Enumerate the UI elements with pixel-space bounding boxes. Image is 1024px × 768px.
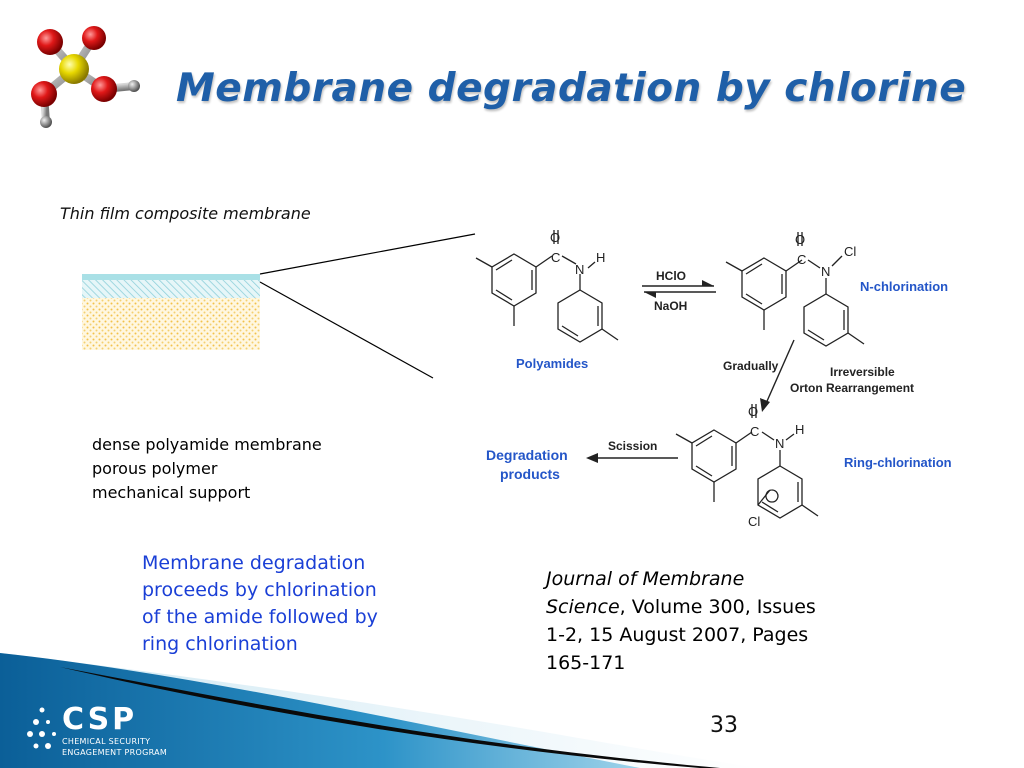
reference-details-1: , Volume 300, Issues — [619, 596, 816, 618]
degradation-label-1: Degradation — [486, 447, 568, 463]
atom-n-3: N — [775, 436, 784, 451]
porous-layer — [82, 280, 260, 298]
irreversible-label: Irreversible — [830, 365, 895, 379]
atom-o-1: O — [550, 230, 560, 245]
journal-reference: Journal of Membrane Science, Volume 300,… — [546, 565, 886, 677]
atom-c-2: C — [797, 252, 806, 267]
membrane-cross-section — [82, 274, 260, 350]
layer-label-porous: porous polymer — [92, 459, 218, 478]
atom-n-1: N — [575, 262, 584, 277]
reagent-naoh: NaOH — [654, 299, 687, 313]
summary-line-3: of the amide followed by — [142, 606, 378, 628]
atom-o-2: O — [795, 232, 805, 247]
molecule-logo-icon — [31, 26, 140, 128]
layer-list: dense polyamide membrane porous polymer … — [92, 433, 322, 505]
reference-details-2: 1-2, 15 August 2007, Pages — [546, 624, 809, 646]
csp-logo-subtitle-2: ENGAGEMENT PROGRAM — [62, 748, 168, 757]
atom-c-1: C — [551, 250, 560, 265]
csp-logo-subtitle-1: CHEMICAL SECURITY — [62, 737, 151, 746]
csp-logo-letters: CSP — [62, 702, 138, 737]
journal-name-1: Journal of Membrane — [546, 568, 745, 590]
orton-label: Orton Rearrangement — [790, 381, 914, 395]
reference-details-3: 165-171 — [546, 652, 626, 674]
summary-line-1: Membrane degradation — [142, 552, 366, 574]
atom-n-2: N — [821, 264, 830, 279]
support-layer — [82, 298, 260, 350]
journal-name-2: Science — [546, 596, 620, 618]
slide-title: Membrane degradation by chlorine — [176, 66, 967, 111]
page-number: 33 — [710, 713, 738, 738]
atom-cl-2: Cl — [844, 244, 856, 259]
reagent-hclo: HClO — [656, 269, 686, 283]
layer-label-dense: dense polyamide membrane — [92, 435, 322, 454]
gradually-label: Gradually — [723, 359, 779, 373]
polyamides-label: Polyamides — [516, 356, 588, 371]
degradation-label-2: products — [500, 466, 560, 482]
csp-logo-icon — [27, 707, 56, 749]
atom-h-3: H — [795, 422, 804, 437]
atom-cl-3: Cl — [748, 514, 760, 529]
summary-line-4: ring chlorination — [142, 633, 298, 655]
summary-text: Membrane degradation proceeds by chlorin… — [142, 550, 432, 658]
atom-c-3: C — [750, 424, 759, 439]
reaction-scheme: O C N H O C N Cl O C N H Cl HClO NaOH Gr… — [475, 230, 952, 529]
footer-swoosh — [0, 649, 781, 768]
dense-layer — [82, 274, 260, 280]
scission-label: Scission — [608, 439, 657, 453]
n-chlorination-label: N-chlorination — [860, 279, 948, 294]
membrane-caption: Thin film composite membrane — [60, 204, 311, 223]
callout-lines — [259, 233, 476, 379]
summary-line-2: proceeds by chlorination — [142, 579, 377, 601]
atom-h-1: H — [596, 250, 605, 265]
layer-label-support: mechanical support — [92, 483, 251, 502]
atom-o-3: O — [748, 404, 758, 419]
ring-chlorination-label: Ring-chlorination — [844, 455, 952, 470]
